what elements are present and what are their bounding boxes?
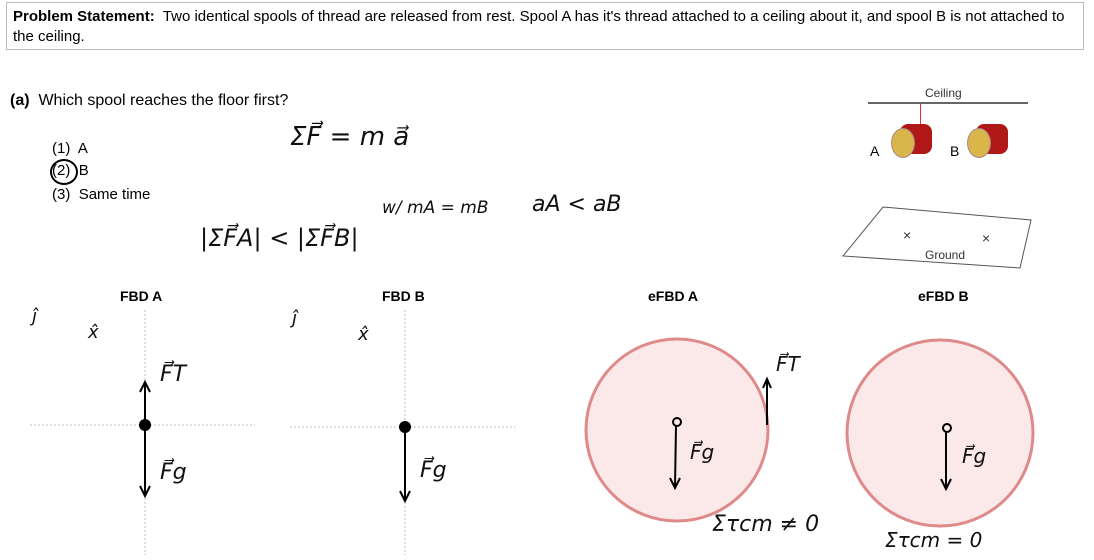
- force-compare: |ΣF⃗A| < |ΣF⃗B|: [200, 224, 359, 252]
- ground-plane: [842, 206, 1032, 269]
- torque-b: Στcm = 0: [885, 528, 983, 552]
- mass-equal: w/ mA = mB: [382, 198, 489, 218]
- option-1[interactable]: (1) A: [52, 140, 88, 157]
- selected-circle-mark: [50, 159, 78, 185]
- x-mark: ×: [982, 230, 990, 246]
- efbd-b-title: eFBD B: [918, 288, 969, 304]
- problem-text: Two identical spools of thread are relea…: [13, 8, 1065, 45]
- fbd-b-point: [399, 421, 411, 433]
- question: (a) Which spool reaches the floor first?: [10, 92, 288, 110]
- option-num: (3): [52, 186, 71, 203]
- gravity-label: F⃗g: [160, 460, 187, 485]
- ceiling-label: Ceiling: [925, 86, 962, 100]
- tension-label: F⃗T: [776, 352, 800, 376]
- spool-b-label: B: [950, 143, 960, 159]
- efbd-b-spool: [845, 338, 1035, 528]
- torque-a: Στcm ≠ 0: [712, 512, 820, 537]
- y-unit-vector: ĵ: [32, 306, 38, 327]
- tension-label: F⃗T: [160, 362, 187, 387]
- x-mark: ×: [903, 227, 911, 243]
- spool-b-end: [967, 128, 991, 158]
- gravity-label: F⃗g: [420, 458, 447, 483]
- option-3[interactable]: (3) Same time: [52, 186, 150, 203]
- fbd-a-point: [139, 419, 151, 431]
- option-text: Same time: [78, 186, 151, 203]
- newton-law: ΣF⃗ = m a⃗: [290, 122, 410, 152]
- x-unit-vector: x̂: [88, 322, 99, 343]
- problem-label: Problem Statement:: [13, 8, 155, 25]
- question-label: (a): [10, 92, 30, 109]
- problem-statement: Problem Statement: Two identical spools …: [6, 2, 1084, 50]
- fbd-a-title: FBD A: [120, 288, 163, 304]
- question-text: Which spool reaches the floor first?: [38, 92, 289, 109]
- ceiling-line: [868, 102, 1028, 104]
- option-num: (1): [52, 140, 71, 157]
- option-text: B: [78, 162, 89, 179]
- efbd-a-spool: [584, 337, 770, 523]
- spool-a-end: [891, 128, 915, 158]
- thread: [920, 104, 921, 126]
- accel-compare: aA < aB: [532, 192, 622, 217]
- gravity-label: F⃗g: [690, 440, 715, 464]
- efbd-a-title: eFBD A: [648, 288, 699, 304]
- spool-a-label: A: [870, 143, 880, 159]
- option-text: A: [77, 140, 88, 157]
- gravity-label: F⃗g: [962, 444, 987, 468]
- y-unit-vector: ĵ: [292, 308, 298, 329]
- ground-label: Ground: [925, 248, 966, 262]
- fbd-b-title: FBD B: [382, 288, 425, 304]
- x-unit-vector: x̂: [358, 324, 369, 345]
